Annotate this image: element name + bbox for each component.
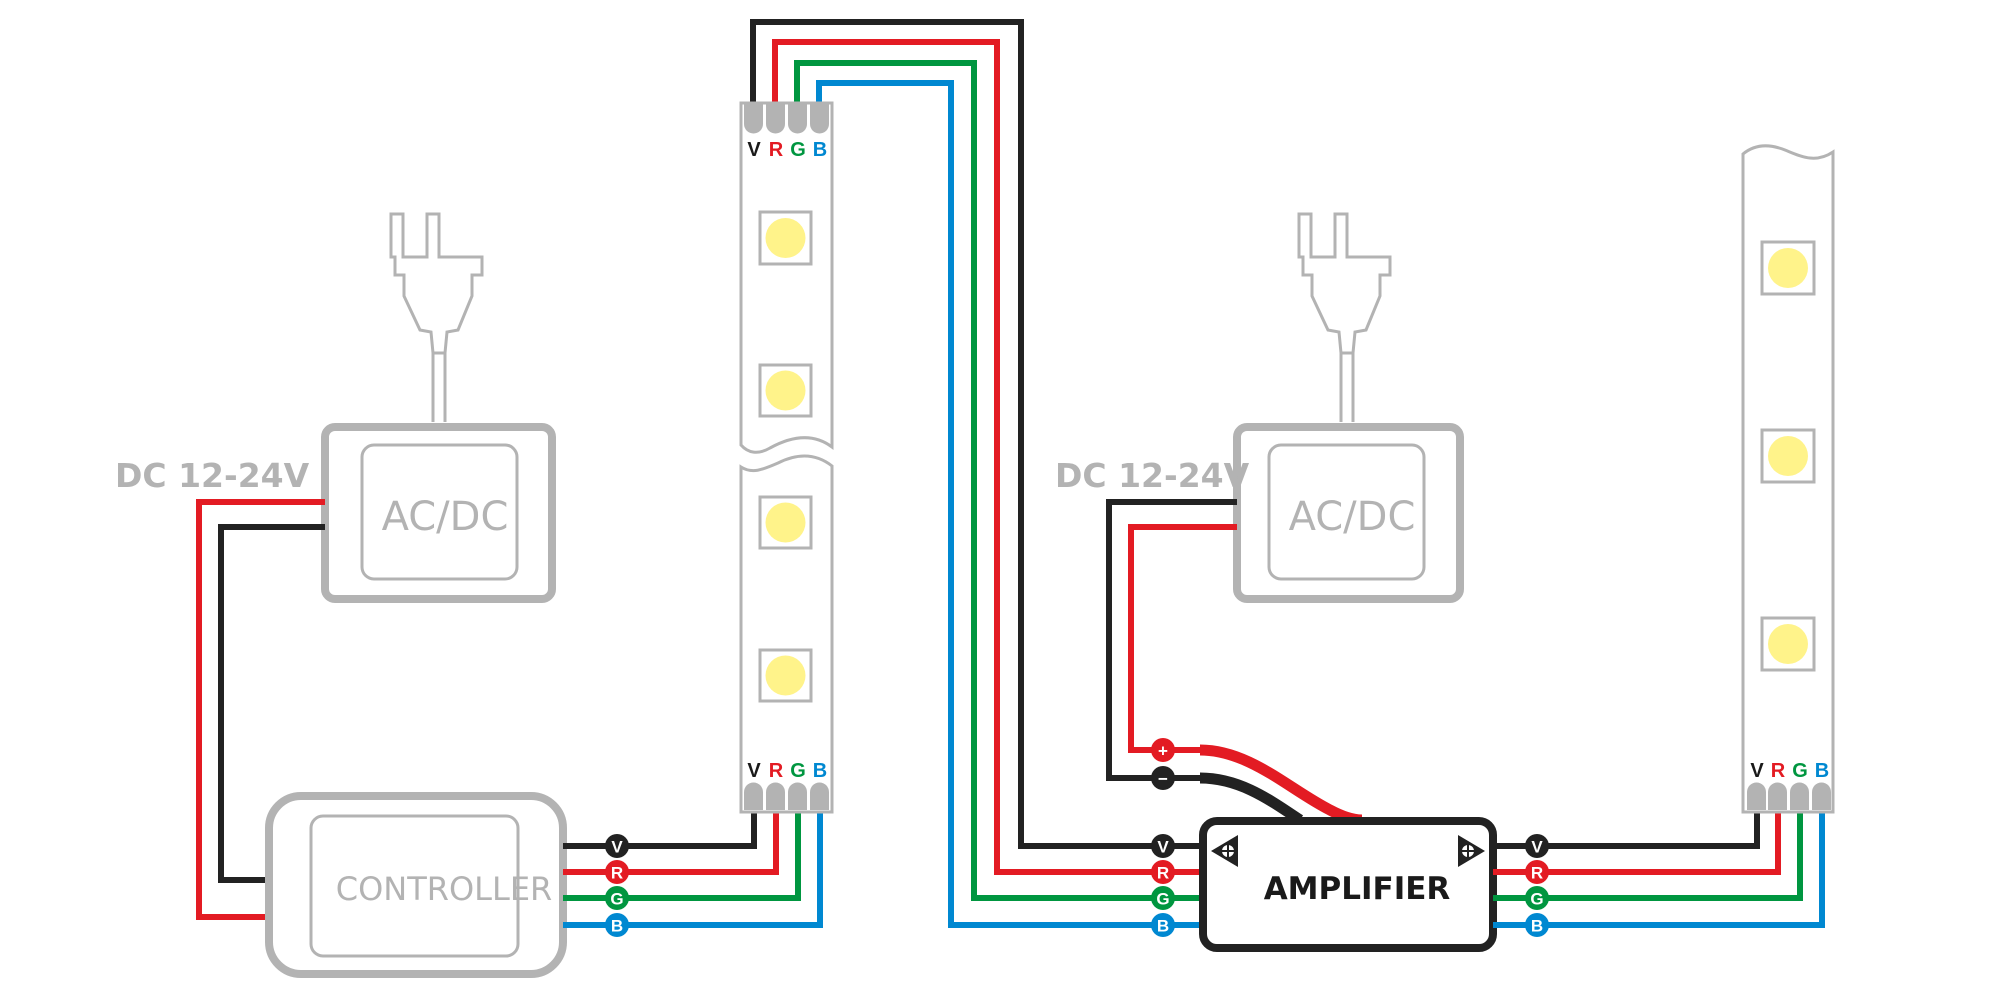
badge-label: B (1157, 917, 1169, 936)
arrow-out-icon (1458, 835, 1485, 867)
amplifier: AMPLIFIER (1199, 817, 1497, 952)
led-chip (1760, 240, 1816, 296)
pin-label-g: G (790, 760, 806, 782)
badge-label: G (1156, 890, 1169, 909)
wire-b-loop (816, 80, 1200, 928)
wire-dc-positive-right (1128, 524, 1237, 753)
badge-v: V (1525, 834, 1549, 858)
pin-label-r: R (769, 760, 784, 782)
badge-b: B (1525, 913, 1549, 937)
strip-connector-bottom (744, 782, 829, 810)
power-supply-label-right: AC/DC (1289, 494, 1416, 540)
led-chip (758, 495, 813, 550)
wire-r-amplifier-out (1493, 810, 1781, 875)
power-supply-label-left: AC/DC (382, 494, 509, 540)
badge-g: G (1525, 886, 1549, 910)
badge-label: B (1531, 917, 1543, 936)
badge-r: R (605, 860, 629, 884)
ac-dc-power-supply-left: AC/DC (321, 423, 556, 603)
arrow-in-icon (1211, 835, 1238, 867)
badge-minus: − (1151, 766, 1175, 790)
pin-label-r: R (769, 139, 784, 161)
power-plug-icon-left (389, 212, 484, 422)
led-chip (758, 210, 813, 266)
led-chip (758, 648, 813, 703)
pin-label-v: V (747, 139, 761, 161)
pin-label-v: V (747, 760, 761, 782)
controller: CONTROLLER (265, 792, 567, 978)
controller-label: CONTROLLER (336, 870, 553, 908)
led-strip-right: V R G B (1741, 144, 1835, 814)
pin-label-b: B (1815, 760, 1829, 782)
wire-g-controller (563, 810, 801, 901)
badge-label: R (1157, 864, 1169, 883)
led-chip (758, 363, 813, 418)
pin-label-g: G (1792, 760, 1808, 782)
wire-r-loop (772, 39, 1200, 875)
voltage-label-left: DC 12-24V (115, 456, 310, 495)
strip-connector-bottom (1747, 782, 1831, 810)
wire-b-controller (563, 810, 823, 928)
wire-v-controller (563, 810, 757, 849)
pin-label-b: B (813, 760, 827, 782)
badge-label: V (611, 838, 623, 857)
power-badges: + − (1151, 738, 1175, 790)
wire-v-loop (750, 19, 1200, 849)
badge-b: B (605, 913, 629, 937)
badge-v: V (1151, 834, 1175, 858)
badge-label: R (611, 864, 623, 883)
led-chip (1760, 616, 1816, 672)
badge-label: G (1530, 890, 1543, 909)
badge-r: R (1151, 860, 1175, 884)
power-plug-icon-right (1297, 212, 1392, 422)
voltage-label-right: DC 12-24V (1055, 456, 1250, 495)
wire-g-loop (794, 60, 1200, 901)
badge-label: G (610, 890, 623, 909)
badge-v: V (605, 834, 629, 858)
led-chip (1760, 428, 1816, 484)
badge-plus: + (1151, 738, 1175, 762)
badge-r: R (1525, 860, 1549, 884)
amplifier-input-badges: V R G B (1151, 834, 1175, 937)
wire-dc-positive-left (196, 499, 325, 920)
pin-label-b: B (813, 139, 827, 161)
controller-badges: V R G B (605, 834, 629, 937)
badge-label: B (611, 917, 623, 936)
ac-dc-power-supply-right: AC/DC (1233, 423, 1464, 603)
wire-r-controller (563, 810, 779, 875)
pin-label-r: R (1771, 760, 1786, 782)
led-strip-left: V R G B V R G B (739, 101, 834, 814)
wire-v-amplifier-out (1493, 810, 1760, 849)
pin-label-v: V (1750, 760, 1764, 782)
strip-connector-top (744, 104, 829, 134)
badge-label: + (1158, 742, 1168, 761)
pin-label-g: G (790, 139, 806, 161)
wire-b-amplifier-out (1493, 810, 1825, 928)
badge-label: V (1531, 838, 1543, 857)
badge-g: G (605, 886, 629, 910)
wire-dc-negative-left (218, 524, 325, 883)
amplifier-output-badges: V R G B (1525, 834, 1549, 937)
badge-g: G (1151, 886, 1175, 910)
badge-b: B (1151, 913, 1175, 937)
badge-label: V (1157, 838, 1169, 857)
badge-label: − (1158, 770, 1168, 789)
badge-label: R (1531, 864, 1543, 883)
wire-g-amplifier-out (1493, 810, 1803, 901)
power-cable-negative (1199, 772, 1304, 825)
amplifier-label: AMPLIFIER (1264, 871, 1451, 907)
